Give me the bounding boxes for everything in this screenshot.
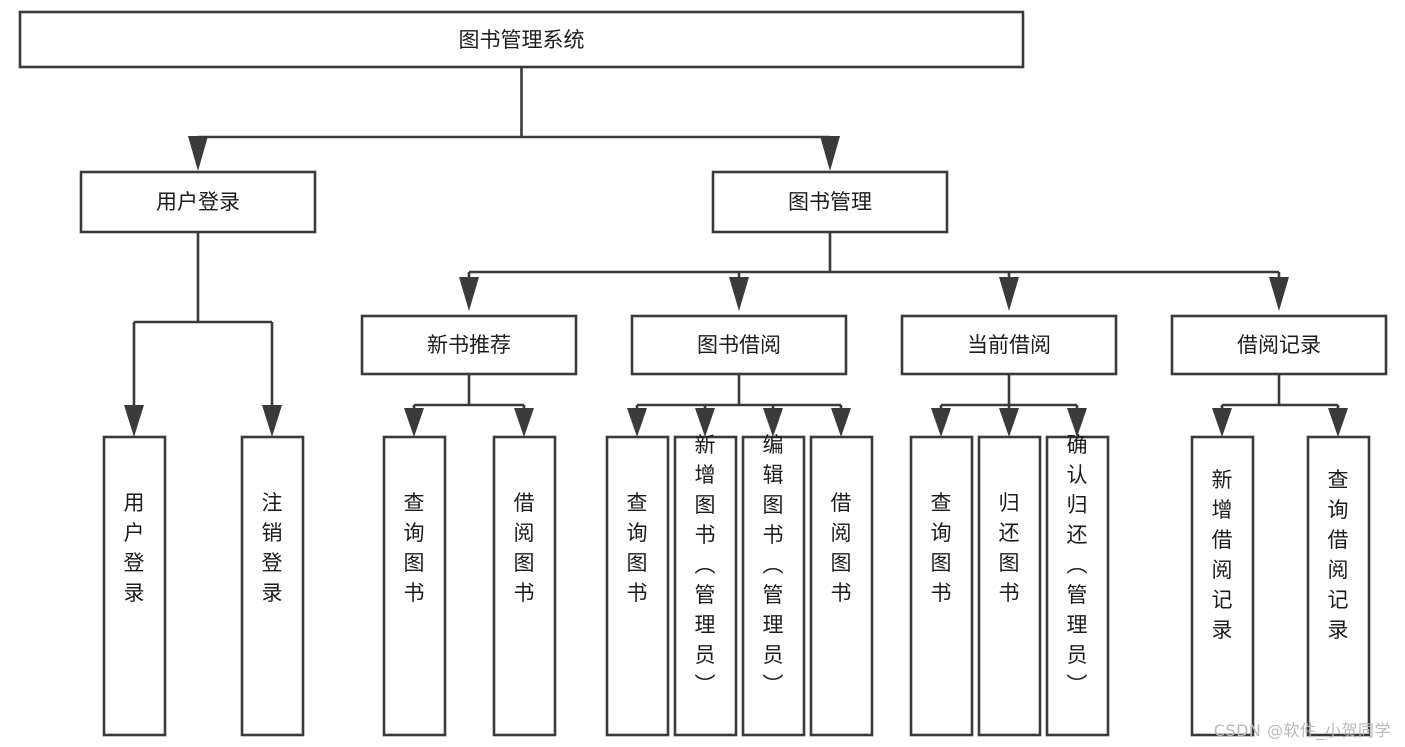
node-leaf-5-label: 查询图书: [627, 491, 648, 605]
arrowhead-book-borrow: [729, 277, 749, 311]
node-leaf-8-label: 借阅图书: [831, 491, 852, 605]
arrowhead-current-borrow: [999, 277, 1019, 311]
node-current-borrow[interactable]: 当前借阅: [900, 314, 1118, 376]
node-user-login-label: 用户登录: [156, 190, 240, 214]
arrowhead-leaf-9: [931, 408, 951, 437]
node-current-borrow-box[interactable]: [900, 314, 1118, 376]
node-leaf-5-box[interactable]: [605, 435, 670, 737]
node-leaf-4[interactable]: 借阅图书: [492, 435, 557, 737]
node-user-login[interactable]: 用户登录: [79, 170, 317, 234]
node-leaf-11-box[interactable]: [1045, 435, 1110, 737]
node-leaf-2-label: 注销登录: [262, 491, 283, 605]
node-book-manage-label: 图书管理: [788, 190, 872, 214]
node-borrow-record-label: 借阅记录: [1237, 333, 1321, 357]
node-user-login-box[interactable]: [79, 170, 317, 234]
node-leaf-4-label: 借阅图书: [514, 491, 535, 605]
node-borrow-record[interactable]: 借阅记录: [1170, 314, 1388, 376]
arrowhead-leaf-13: [1328, 408, 1348, 437]
arrowhead-leaf-7: [763, 408, 783, 437]
arrowhead-leaf-2: [262, 405, 282, 437]
arrowhead-new-book-rec: [459, 277, 479, 311]
arrowhead-leaf-8: [831, 408, 851, 437]
node-leaf-7-box[interactable]: [741, 435, 806, 737]
node-new-book-rec[interactable]: 新书推荐: [360, 314, 578, 376]
node-leaf-11[interactable]: 确认归还︵管理员︶: [1045, 433, 1110, 737]
arrowhead-leaf-6: [695, 408, 715, 437]
node-leaf-1[interactable]: 用户登录: [102, 435, 167, 737]
node-root[interactable]: 图书管理系统: [18, 10, 1025, 69]
node-leaf-6-box[interactable]: [673, 435, 738, 737]
arrowhead-leaf-3: [404, 408, 424, 437]
arrowhead-book-manage: [820, 136, 840, 171]
node-root-label: 图书管理系统: [459, 28, 585, 52]
node-leaf-13-box[interactable]: [1306, 435, 1371, 737]
arrowhead-leaf-1: [124, 405, 144, 437]
arrowhead-leaf-12: [1212, 408, 1232, 437]
node-new-book-rec-label: 新书推荐: [427, 333, 511, 357]
node-borrow-record-box[interactable]: [1170, 314, 1388, 376]
node-leaf-13[interactable]: 查询借阅记录: [1306, 435, 1371, 737]
node-leaf-10-box[interactable]: [977, 435, 1042, 737]
node-leaf-8[interactable]: 借阅图书: [809, 435, 874, 737]
arrowhead-borrow-record: [1269, 277, 1289, 311]
node-book-manage-box[interactable]: [711, 170, 949, 234]
node-leaf-3-box[interactable]: [382, 435, 447, 737]
node-current-borrow-label: 当前借阅: [967, 333, 1051, 357]
node-leaf-2-box[interactable]: [240, 435, 305, 737]
node-book-borrow-box[interactable]: [630, 314, 848, 376]
node-new-book-rec-box[interactable]: [360, 314, 578, 376]
arrowhead-leaf-5: [627, 408, 647, 437]
node-leaf-2[interactable]: 注销登录: [240, 435, 305, 737]
node-leaf-13-label: 查询借阅记录: [1328, 468, 1349, 642]
node-leaf-9[interactable]: 查询图书: [909, 435, 974, 737]
node-leaf-12-label: 新增借阅记录: [1212, 468, 1233, 642]
csdn-watermark: CSDN @软件_小贺同学: [1213, 721, 1391, 740]
node-leaf-7[interactable]: 编辑图书︵管理员︶: [741, 433, 806, 737]
arrowhead-leaf-10: [999, 408, 1019, 437]
node-book-borrow-label: 图书借阅: [697, 333, 781, 357]
arrowhead-user-login: [188, 136, 208, 171]
node-book-borrow[interactable]: 图书借阅: [630, 314, 848, 376]
node-leaf-6-label: 新增图书︵管理员︶: [695, 433, 716, 697]
node-leaf-1-box[interactable]: [102, 435, 167, 737]
node-leaf-12-box[interactable]: [1190, 435, 1255, 737]
arrowhead-leaf-11: [1067, 408, 1087, 437]
node-leaf-1-label: 用户登录: [124, 491, 145, 605]
node-leaf-9-box[interactable]: [909, 435, 974, 737]
node-book-manage[interactable]: 图书管理: [711, 170, 949, 234]
node-leaf-4-box[interactable]: [492, 435, 557, 737]
node-root-box[interactable]: [18, 10, 1025, 69]
node-leaf-7-label: 编辑图书︵管理员︶: [763, 433, 784, 697]
node-leaf-3-label: 查询图书: [404, 491, 425, 605]
node-leaf-9-label: 查询图书: [931, 491, 952, 605]
arrowhead-layer: [124, 136, 1348, 437]
node-leaf-6[interactable]: 新增图书︵管理员︶: [673, 433, 738, 737]
node-leaf-10-label: 归还图书: [999, 491, 1020, 605]
node-leaf-11-label: 确认归还︵管理员︶: [1067, 433, 1088, 697]
node-leaf-12[interactable]: 新增借阅记录: [1190, 435, 1255, 737]
node-leaf-8-box[interactable]: [809, 435, 874, 737]
node-leaf-3[interactable]: 查询图书: [382, 435, 447, 737]
arrowhead-leaf-4: [514, 408, 534, 437]
node-leaf-5[interactable]: 查询图书: [605, 435, 670, 737]
node-leaf-10[interactable]: 归还图书: [977, 435, 1042, 737]
